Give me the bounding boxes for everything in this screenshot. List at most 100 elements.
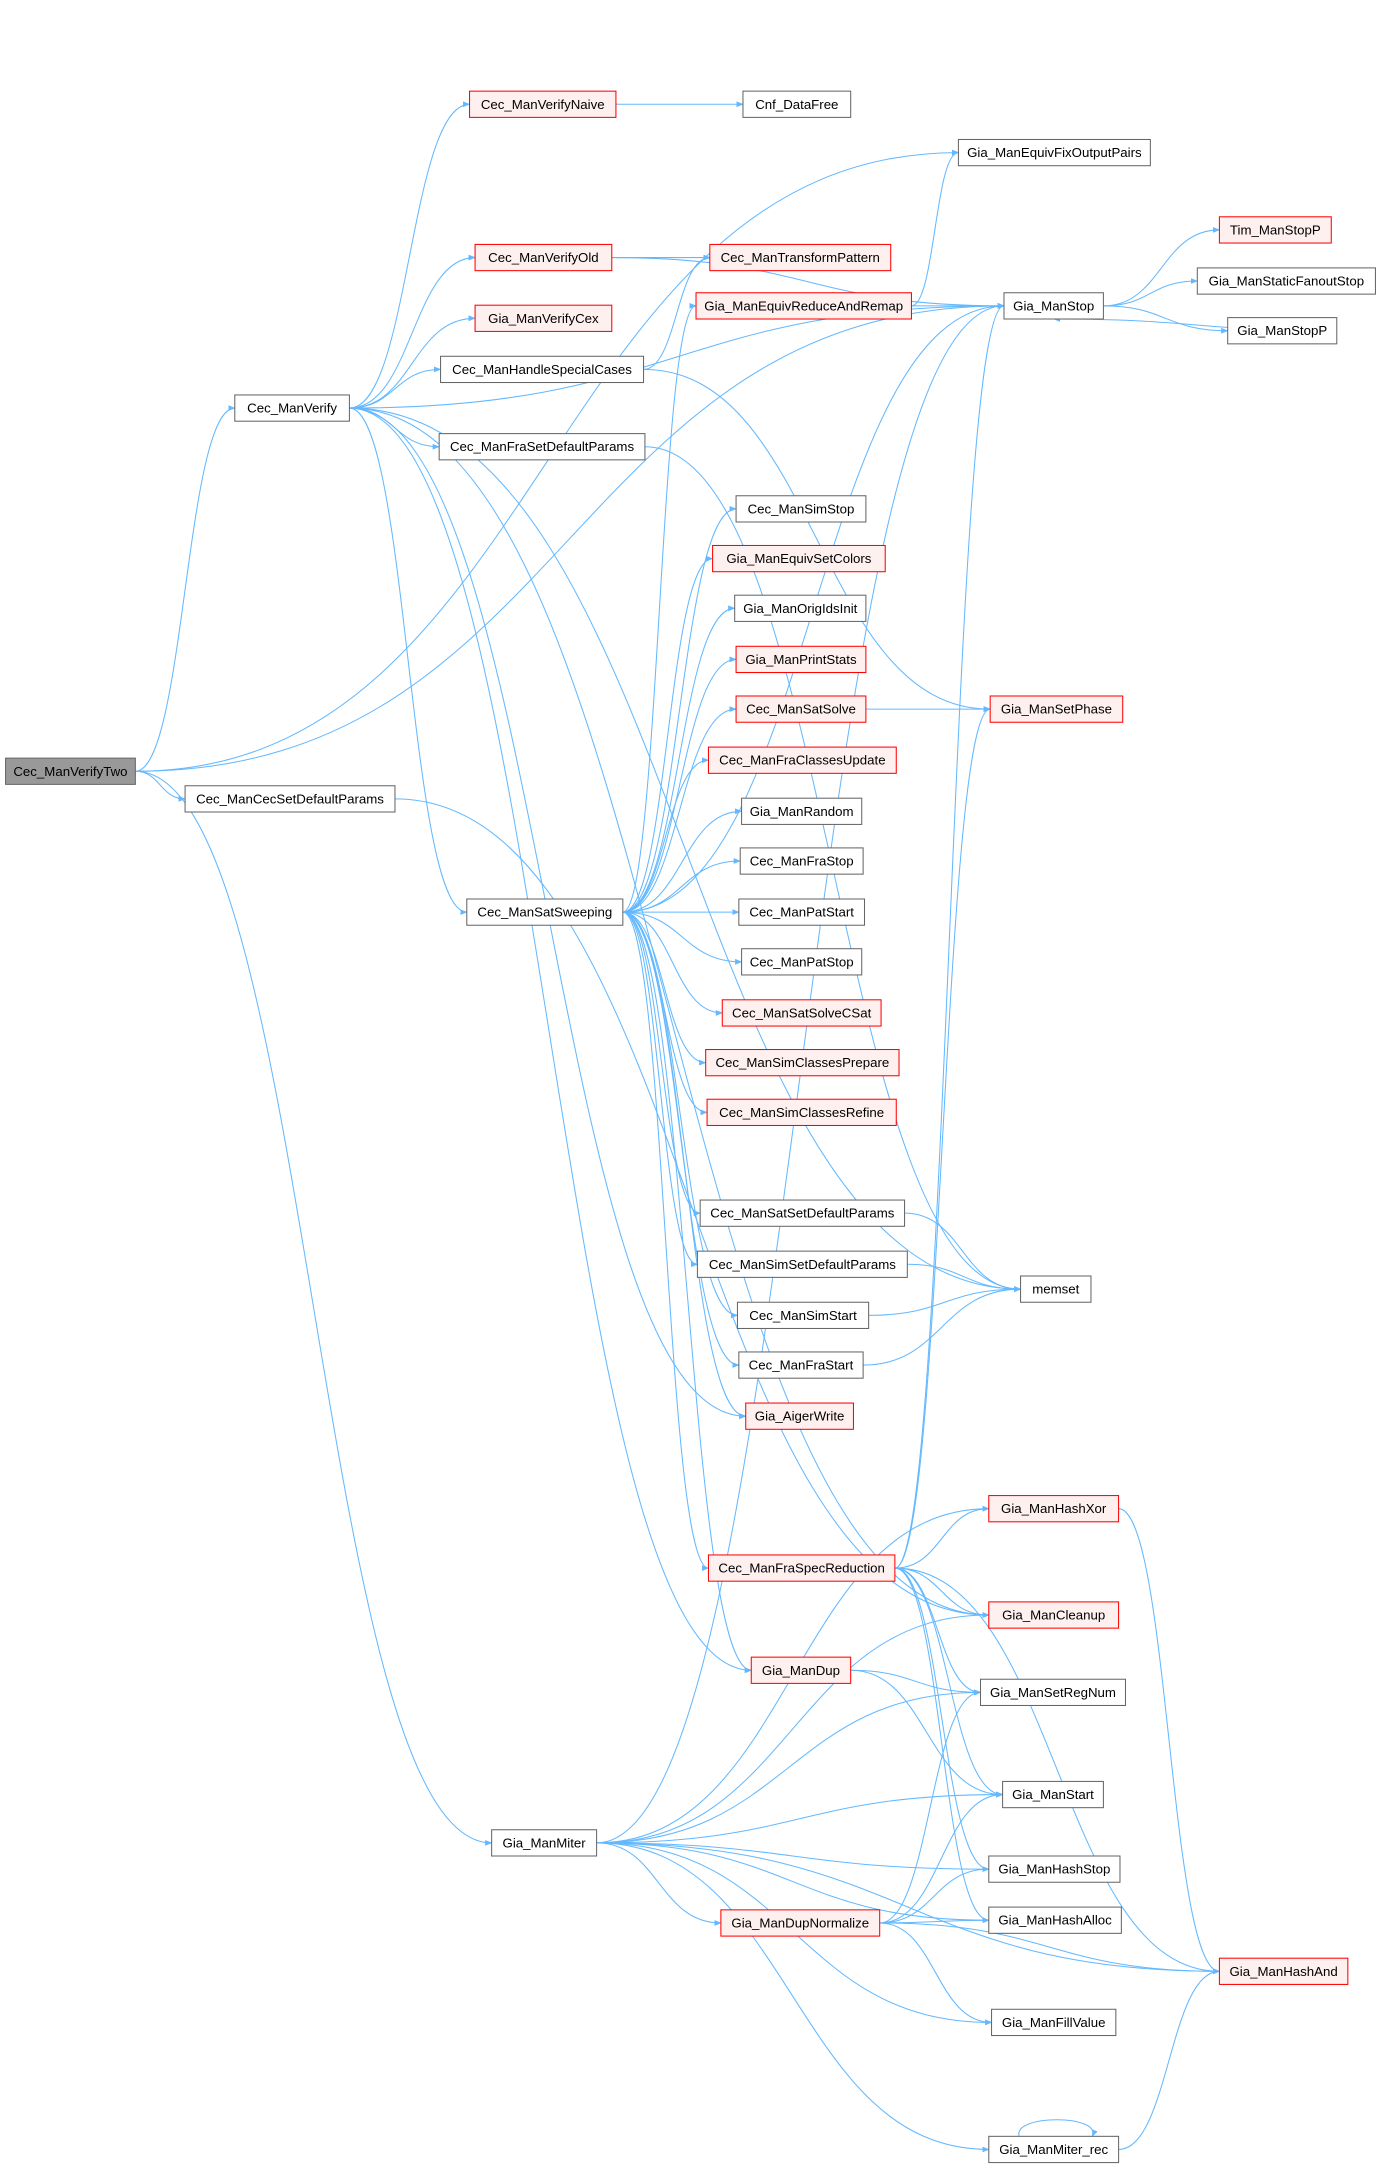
edge-sat-sweeping-to-sat-solve [622,706,737,913]
node-print-stats[interactable]: Gia_ManPrintStats [735,645,867,674]
node-random[interactable]: Gia_ManRandom [741,797,863,825]
node-box [742,90,852,118]
edge-man-stop-to-tim-stop-p [1103,227,1221,307]
node-memset[interactable]: memset [1020,1275,1092,1303]
node-fra-start[interactable]: Cec_ManFraStart [738,1351,864,1379]
node-pat-start[interactable]: Cec_ManPatStart [738,898,866,926]
node-verify-old[interactable]: Cec_ManVerifyOld [474,243,613,272]
node-label: Cec_ManPatStop [750,954,854,969]
node-tim-stop-p[interactable]: Tim_ManStopP [1218,216,1332,244]
node-man-stop[interactable]: Gia_ManStop [1003,292,1104,320]
node-verify[interactable]: Cec_ManVerify [234,394,350,422]
node-aiger-write[interactable]: Gia_AigerWrite [745,1402,854,1430]
edge-sat-sweeping-to-sim-classes-prepare [622,911,707,1066]
node-dup-normalize[interactable]: Gia_ManDupNormalize [720,1909,881,1937]
node-set-reg-num[interactable]: Gia_ManSetRegNum [979,1678,1127,1706]
node-label: Cec_ManFraSpecReduction [718,1561,884,1576]
node-fra-set-default-params[interactable]: Cec_ManFraSetDefaultParams [438,433,646,461]
node-box [706,1098,897,1126]
edge-fra-start-to-memset [863,1286,1022,1366]
node-sim-classes-refine[interactable]: Cec_ManSimClassesRefine [706,1098,897,1126]
node-hash-stop[interactable]: Gia_ManHashStop [988,1855,1121,1883]
edge-dup-normalize-to-set-reg-num [879,1689,982,1924]
edge-man-stop-to-static-fanout-stop [1103,278,1199,307]
node-static-fanout-stop[interactable]: Gia_ManStaticFanoutStop [1196,267,1376,295]
node-box [721,999,882,1027]
edge-fra-spec-reduction-to-man-start [894,1567,1004,1798]
node-fra-spec-reduction[interactable]: Cec_ManFraSpecReduction [707,1554,896,1582]
node-pat-stop[interactable]: Cec_ManPatStop [741,948,863,976]
node-label: Cec_ManPatStart [749,905,854,920]
edge-miter-to-man-start [596,1791,1004,1844]
node-fra-stop[interactable]: Cec_ManFraStop [739,847,864,875]
node-miter[interactable]: Gia_ManMiter [491,1829,598,1857]
node-hash-and[interactable]: Gia_ManHashAnd [1218,1957,1349,1985]
edge-fra-spec-reduction-to-set-reg-num [894,1567,982,1696]
node-fra-classes-update[interactable]: Cec_ManFraClassesUpdate [707,746,897,774]
node-sim-classes-prepare[interactable]: Cec_ManSimClassesPrepare [705,1049,900,1077]
node-verify-cex[interactable]: Gia_ManVerifyCex [474,304,613,332]
node-set-phase[interactable]: Gia_ManSetPhase [989,695,1124,723]
edge-verify-to-cleanup [349,407,990,1618]
edge-miter-to-hash-alloc [596,1842,990,1924]
node-verify-two[interactable]: Cec_ManVerifyTwo [5,757,136,785]
node-man-start[interactable]: Gia_ManStart [1002,1780,1104,1809]
node-equiv-fix-output-pairs[interactable]: Gia_ManEquivFixOutputPairs [957,138,1151,167]
node-label: Cec_ManFraStart [749,1358,854,1373]
node-box [5,757,136,785]
node-equiv-set-colors[interactable]: Gia_ManEquivSetColors [712,544,886,573]
node-label: Gia_ManEquivReduceAndRemap [704,298,903,313]
node-box [734,594,867,622]
node-fill-value[interactable]: Gia_ManFillValue [991,2008,1117,2037]
node-box [466,898,624,926]
node-label: Cec_ManVerifyOld [488,250,598,265]
node-sim-set-default-params[interactable]: Cec_ManSimSetDefaultParams [696,1250,908,1278]
node-sat-sweeping[interactable]: Cec_ManSatSweeping [466,898,624,926]
node-handle-special-cases[interactable]: Cec_ManHandleSpecialCases [440,355,645,384]
edge-sat-sweeping-to-sim-set-default-params [622,911,699,1268]
node-label: Gia_ManEquivFixOutputPairs [967,145,1142,160]
node-sat-solve[interactable]: Cec_ManSatSolve [735,695,867,723]
edge-sat-sweeping-to-pat-stop [622,911,743,965]
node-cleanup[interactable]: Gia_ManCleanup [988,1601,1120,1629]
node-miter-rec[interactable]: Gia_ManMiter_rec [988,2135,1120,2164]
edge-verify-two-to-equiv-fix-output-pairs [135,149,960,772]
node-label: Cec_ManSatSolveCSat [732,1005,872,1020]
node-box [735,645,867,674]
node-label: Cec_ManFraStop [750,854,854,869]
node-verify-naive[interactable]: Cec_ManVerifyNaive [469,90,617,118]
edge-fra-spec-reduction-to-hash-alloc [894,1567,990,1924]
node-box [735,495,867,523]
node-box [741,948,863,976]
edge-man-stop-to-stop-p [1103,305,1229,334]
node-label: Cec_ManSatSolve [746,702,856,717]
node-label: Gia_ManStop [1013,298,1094,313]
node-label: Gia_ManPrintStats [745,652,857,667]
node-label: Gia_ManHashXor [1001,1501,1107,1516]
node-man-dup[interactable]: Gia_ManDup [750,1656,852,1684]
node-label: Cec_ManHandleSpecialCases [452,362,632,377]
edge-dup-normalize-to-hash-and [879,1922,1221,1975]
node-hash-xor[interactable]: Gia_ManHashXor [988,1495,1120,1523]
node-box [739,847,864,875]
node-cnf-data-free[interactable]: Cnf_DataFree [742,90,852,118]
node-label: memset [1032,1282,1079,1297]
node-orig-ids-init[interactable]: Gia_ManOrigIdsInit [734,594,867,622]
node-box [184,785,396,813]
node-sat-set-default-params[interactable]: Cec_ManSatSetDefaultParams [699,1199,906,1227]
node-sim-stop[interactable]: Cec_ManSimStop [735,495,867,523]
node-stop-p[interactable]: Gia_ManStopP [1227,317,1338,345]
node-box [741,797,863,825]
node-sim-start[interactable]: Cec_ManSimStart [736,1301,870,1329]
node-label: Gia_ManStopP [1237,323,1327,338]
node-transform-pattern[interactable]: Cec_ManTransformPattern [709,243,892,272]
node-hash-alloc[interactable]: Gia_ManHashAlloc [988,1906,1122,1934]
node-cec-set-default-params[interactable]: Cec_ManCecSetDefaultParams [184,785,396,813]
node-label: Gia_ManStaticFanoutStop [1209,274,1364,289]
node-sat-solve-csat[interactable]: Cec_ManSatSolveCSat [721,999,882,1027]
node-box [438,433,646,461]
node-label: Gia_ManHashStop [998,1862,1110,1877]
node-equiv-reduce-and-remap[interactable]: Gia_ManEquivReduceAndRemap [695,292,912,320]
node-label: Cec_ManSimClassesPrepare [715,1055,889,1070]
node-label: Cec_ManSatSweeping [477,905,612,920]
